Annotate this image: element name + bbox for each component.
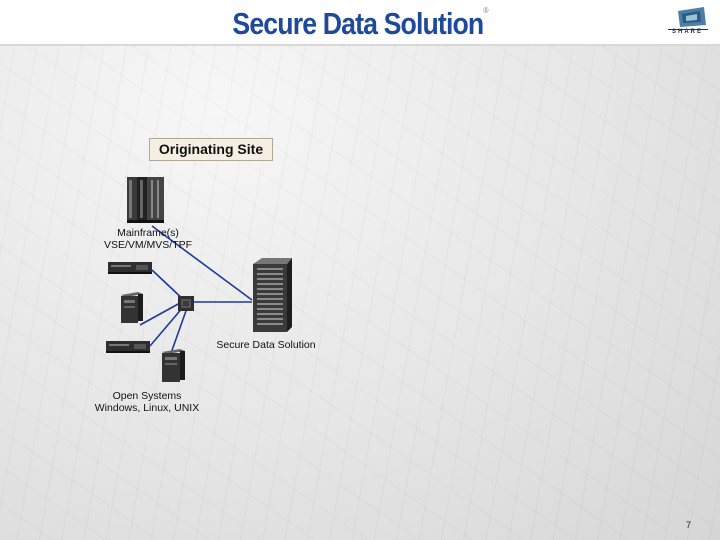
link-tower2-switch: [169, 307, 188, 357]
title-divider: [0, 44, 720, 46]
open-systems-os: Windows, Linux, UNIX: [94, 402, 200, 414]
open-systems-title: Open Systems: [112, 390, 182, 402]
mainframe-title: Mainframe(s): [117, 227, 179, 239]
open-systems-label: Open Systems Windows, Linux, UNIX: [88, 390, 206, 414]
link-rack2-switch: [149, 305, 185, 347]
mainframe-label: Mainframe(s) VSE/VM/MVS/TPF: [98, 227, 198, 251]
rack-server-icon: [106, 341, 150, 353]
tower-server-icon: [162, 349, 185, 382]
originating-site-label: Originating Site: [149, 138, 273, 161]
page-title: Secure Data Solution®: [50, 6, 669, 42]
tower-server-icon: [121, 292, 143, 323]
network-switch-icon: [178, 296, 194, 311]
page-number: 7: [686, 520, 692, 530]
connector-lines: [139, 225, 253, 357]
secure-server-label: Secure Data Solution: [216, 339, 316, 351]
registered-mark: ®: [483, 6, 488, 15]
share-logo-icon: [668, 7, 708, 30]
link-tower1-switch: [139, 302, 181, 326]
rack-server-icon: [108, 262, 152, 274]
mainframe-os: VSE/VM/MVS/TPF: [103, 239, 193, 251]
mainframe-icon: [127, 177, 164, 223]
share-logo-text: SHARE: [672, 29, 704, 35]
secure-server-icon: [253, 258, 292, 332]
link-mainframe-server: [151, 225, 253, 301]
title-text: Secure Data Solution: [232, 6, 484, 41]
